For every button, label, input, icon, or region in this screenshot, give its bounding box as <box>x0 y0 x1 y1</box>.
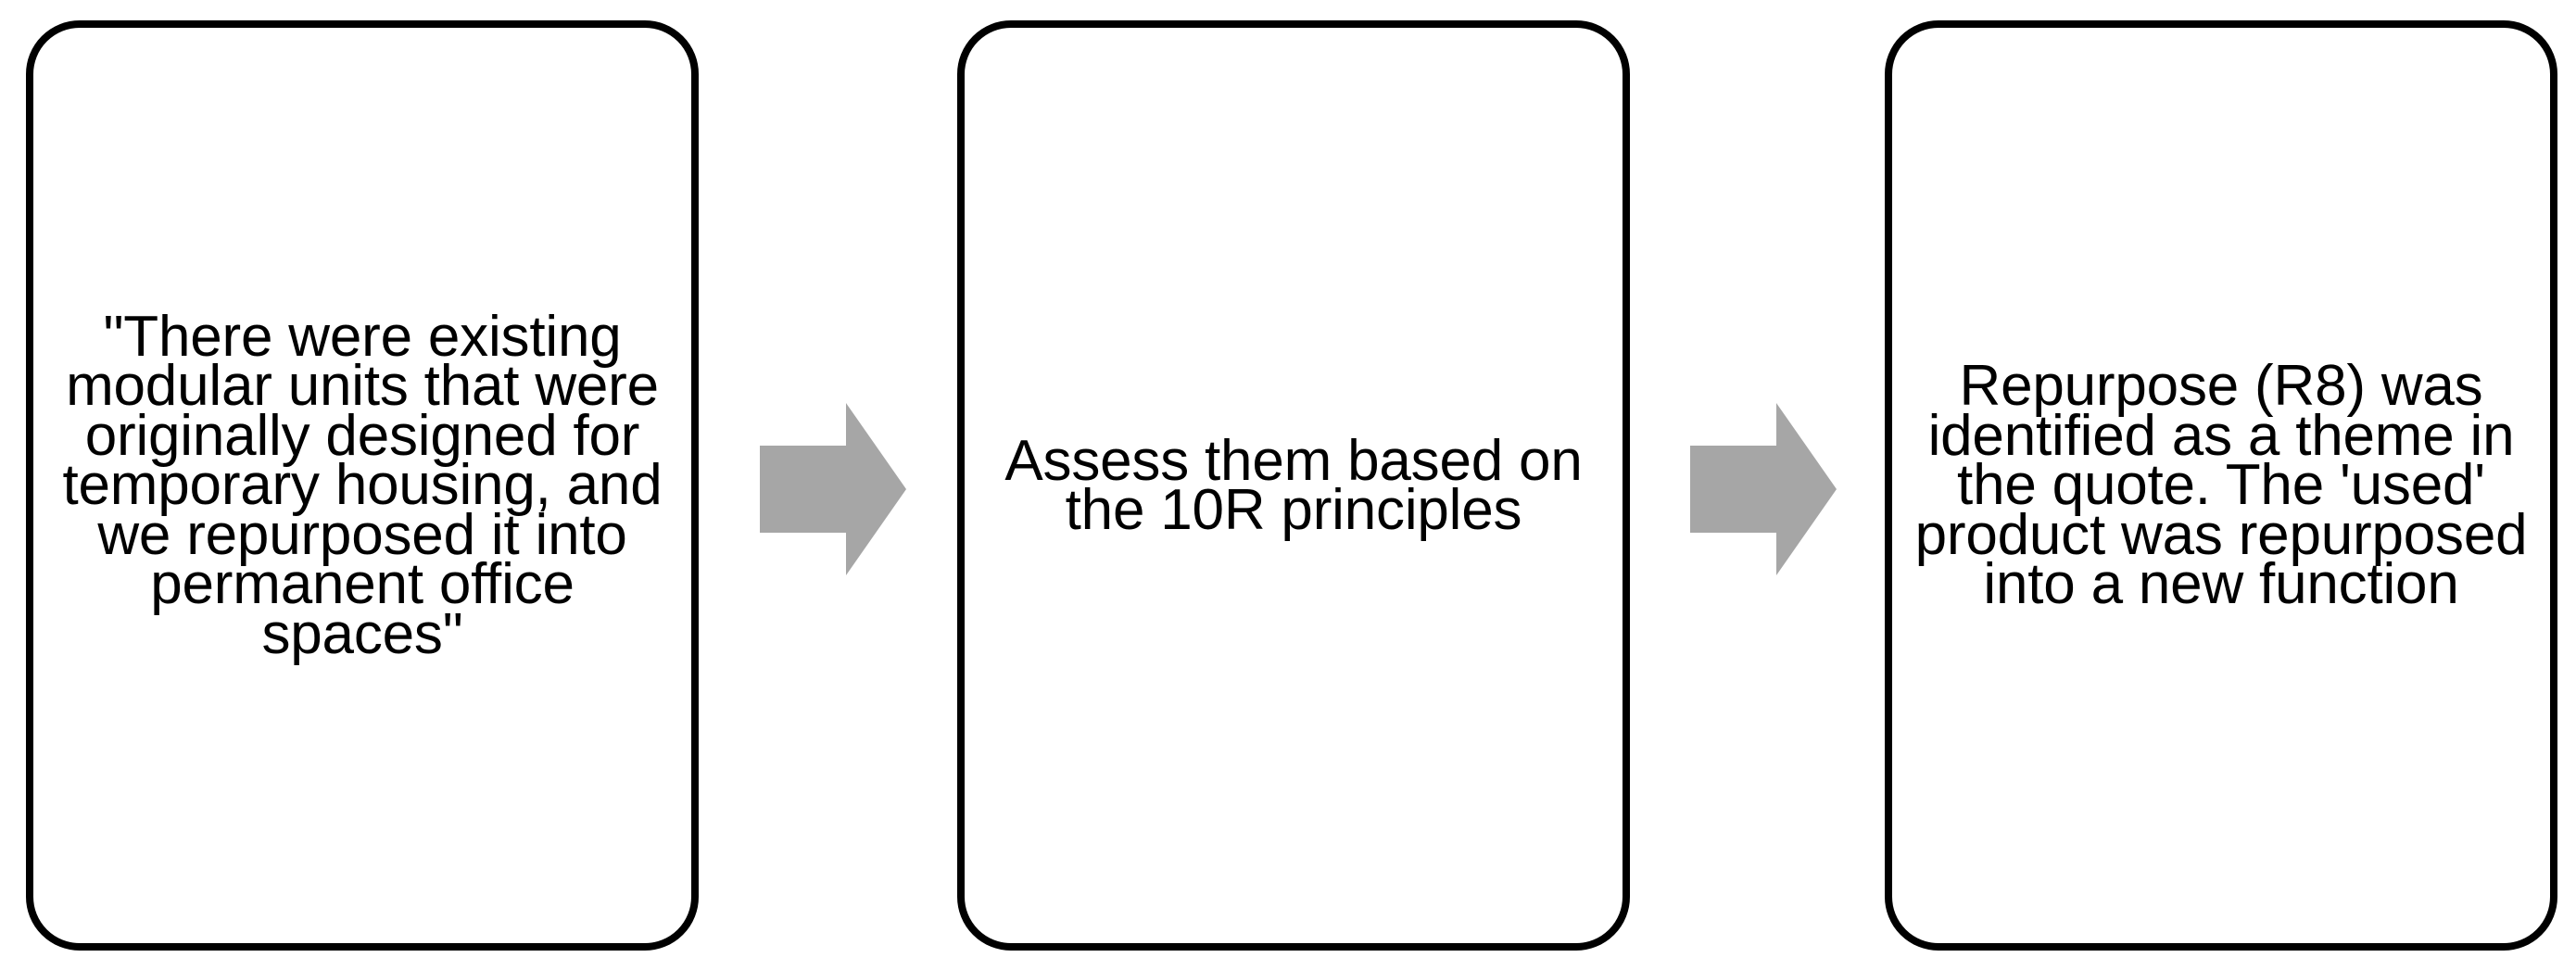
flow-step-box-3[interactable]: Repurpose (R8) was identified as a theme… <box>1885 20 2557 951</box>
flow-step-3-text: Repurpose (R8) was identified as a theme… <box>1914 354 2528 617</box>
right-arrow-icon-1 <box>760 403 906 575</box>
flow-step-box-1[interactable]: "There were existing modular units that … <box>26 20 699 951</box>
flow-step-box-2[interactable]: Assess them based on the 10R principles <box>957 20 1630 951</box>
flow-step-1-text: "There were existing modular units that … <box>62 304 663 666</box>
flow-step-2-text: Assess them based on the 10R principles <box>1004 428 1583 542</box>
right-arrow-icon-2 <box>1690 403 1837 575</box>
